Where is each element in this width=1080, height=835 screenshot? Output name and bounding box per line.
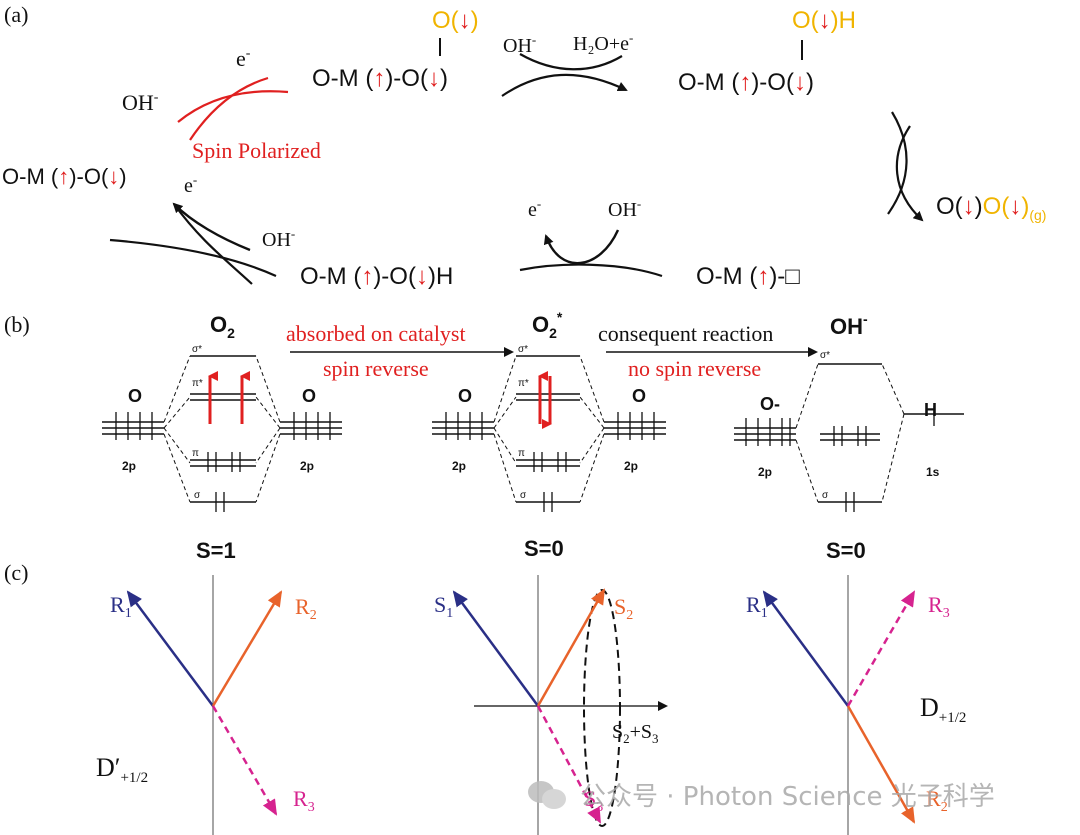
svg-text:O: O [458, 386, 472, 406]
svg-text:D′+1/2: D′+1/2 [96, 753, 148, 786]
svg-text:2p: 2p [452, 459, 466, 473]
svg-text:π: π [192, 448, 199, 459]
svg-text:σ: σ [194, 490, 201, 501]
species-o-m-up-o-down: O-M (↑)-O(↓) [2, 164, 127, 189]
svg-text:R2: R2 [295, 594, 317, 623]
step2-oh: OH- [503, 32, 536, 57]
svg-text:π*: π* [192, 378, 203, 389]
panel-label-c: (c) [4, 560, 28, 585]
spin-state-o2-star: S=0 [524, 536, 564, 561]
svg-text:O(↓)H: O(↓)H [792, 7, 856, 34]
spin-state-oh-minus: S=0 [826, 538, 866, 563]
spin-state-o2: S=1 [196, 538, 236, 563]
intermediate-o-m-o-ooh: O(↓)H O-M (↑)-O(↓) [678, 7, 856, 96]
svg-text:S2+S3: S2+S3 [612, 721, 659, 746]
step-2-arrows: OH- H₂O+e- [501, 30, 633, 97]
svg-text:σ*: σ* [192, 344, 202, 355]
svg-text:O-M (↑)-O(↓): O-M (↑)-O(↓) [312, 65, 448, 92]
svg-text:S3: S3 [584, 786, 603, 815]
svg-text:O(↓): O(↓) [432, 7, 479, 34]
svg-text:R1: R1 [110, 592, 132, 621]
oh-minus-title: OH- [830, 311, 868, 339]
spin-polarized-step: OH- e- Spin Polarized [122, 46, 321, 163]
svg-text:2p: 2p [122, 459, 136, 473]
svg-text:σ*: σ* [820, 350, 830, 361]
oh-label: OH- [122, 90, 159, 115]
step5-oh: OH- [262, 226, 295, 251]
svg-text:σ: σ [822, 490, 829, 501]
coupling-diagram-d: R1 R3 R2 D+1/2 [746, 575, 966, 835]
panel-label-a: (a) [4, 2, 28, 27]
mo-diagram-o2-star: O O σ* π* π σ 2p 2p [432, 344, 666, 512]
svg-text:O: O [128, 386, 142, 406]
svg-text:σ*: σ* [518, 344, 528, 355]
svg-text:2p: 2p [624, 459, 638, 473]
electron-label: e- [236, 46, 251, 71]
svg-text:R3: R3 [928, 592, 950, 621]
mo-diagram-oh-minus: O- H σ* σ 2p 1s [734, 350, 964, 512]
svg-text:π*: π* [518, 378, 529, 389]
svg-text:no spin reverse: no spin reverse [628, 356, 761, 381]
svg-text:R1: R1 [746, 592, 768, 621]
svg-text:S2: S2 [614, 594, 633, 623]
svg-text:O-: O- [760, 394, 780, 414]
o2-gas-product: O(↓)O(↓)(g) [936, 193, 1046, 223]
spin-polarized-label: Spin Polarized [192, 138, 321, 163]
svg-text:O: O [632, 386, 646, 406]
intermediate-o-m-o-o: O(↓) O-M (↑)-O(↓) [312, 7, 479, 92]
svg-text:consequent reaction: consequent reaction [598, 321, 773, 346]
o2-star-title: O2* [532, 309, 563, 341]
mo-diagram-o2: O O σ* π* π σ 2p 2p [102, 344, 342, 512]
intermediate-o-m-o-oh: O-M (↑)-O(↓)H [300, 263, 453, 290]
step-5-arrows: e- OH- [109, 172, 295, 285]
svg-text:O: O [302, 386, 316, 406]
watermark-text: 公众号 · Photon Science 光子科学 [580, 781, 995, 812]
svg-text:R3: R3 [293, 786, 315, 815]
svg-text:H: H [924, 400, 937, 420]
svg-text:R2: R2 [926, 786, 948, 815]
step2-product: H₂O+e- [573, 30, 633, 55]
vacancy-species: O-M (↑)-□ [696, 263, 800, 290]
step5-e: e- [184, 172, 197, 197]
coupling-diagram-s: S1 S2 S3 S2+S3 [434, 575, 668, 835]
svg-text:2p: 2p [300, 459, 314, 473]
svg-text:1s: 1s [926, 465, 940, 479]
step4-e: e- [528, 196, 541, 221]
transition-2: consequent reaction no spin reverse [598, 321, 818, 381]
chat-bubble-icon [528, 779, 570, 809]
watermark: 公众号 · Photon Science 光子科学 [528, 774, 995, 814]
svg-text:2p: 2p [758, 465, 772, 479]
o2-title: O2 [210, 312, 235, 341]
svg-text:absorbed on catalyst: absorbed on catalyst [286, 321, 466, 346]
svg-text:π: π [518, 448, 525, 459]
svg-text:S1: S1 [434, 592, 453, 621]
step-4-arrows: e- OH- [519, 196, 663, 278]
svg-text:D+1/2: D+1/2 [920, 693, 966, 726]
svg-text:σ: σ [520, 490, 527, 501]
step-3-arrows [887, 111, 924, 222]
transition-1: absorbed on catalyst spin reverse [286, 321, 514, 381]
svg-text:spin reverse: spin reverse [323, 356, 429, 381]
step4-oh: OH- [608, 196, 641, 221]
panel-label-b: (b) [4, 312, 30, 337]
svg-text:O-M (↑)-O(↓): O-M (↑)-O(↓) [678, 69, 814, 96]
coupling-diagram-d-prime: R1 R2 R3 D′+1/2 [96, 575, 317, 835]
